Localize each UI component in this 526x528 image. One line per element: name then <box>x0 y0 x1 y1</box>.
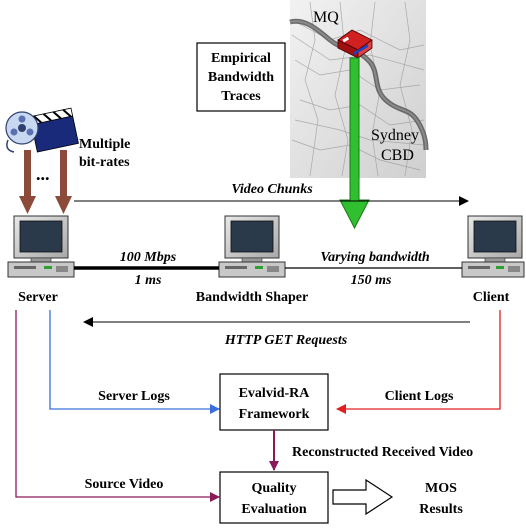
shaper-label: Bandwidth Shaper <box>196 290 308 305</box>
map-label-sydney: Sydney <box>371 127 419 144</box>
traces-arrow <box>339 57 370 230</box>
source-video-label: Source Video <box>85 477 164 492</box>
mos-label-1: MOS <box>425 481 457 496</box>
shaper-computer-icon <box>218 215 286 278</box>
video-chunks-label: Video Chunks <box>231 182 313 197</box>
link2-latency-label: 150 ms <box>351 273 392 288</box>
source-video-arrow <box>15 310 220 502</box>
client-logs-label: Client Logs <box>385 389 454 404</box>
bitrates-label-2: bit-rates <box>79 155 130 170</box>
bitrates-dots: ... <box>36 164 50 184</box>
map-label-mq: MQ <box>313 9 339 26</box>
evalvid-box: Evalvid-RA Framework <box>219 373 329 431</box>
bitrate-arrows <box>19 150 72 214</box>
bitrates-label-1: Multiple <box>79 137 130 152</box>
map-label-cbd: CBD <box>381 147 414 164</box>
evalvid-label-1: Evalvid-RA <box>239 386 311 401</box>
traces-box: Empirical Bandwidth Traces <box>196 42 286 112</box>
mos-label-2: Results <box>419 502 463 517</box>
server-logs-arrow <box>49 310 220 414</box>
server-label: Server <box>18 290 58 305</box>
mos-arrow <box>332 478 394 516</box>
server-computer-icon <box>7 215 75 278</box>
link1-latency-label: 1 ms <box>135 273 162 288</box>
client-computer-icon <box>461 215 525 278</box>
client-label: Client <box>473 290 510 305</box>
quality-box: Quality Evaluation <box>219 471 329 524</box>
link1-speed-label: 100 Mbps <box>120 250 177 265</box>
quality-label-1: Quality <box>251 481 296 496</box>
reconstructed-label: Reconstructed Received Video <box>292 445 473 460</box>
server-logs-label: Server Logs <box>98 389 170 404</box>
traces-label-1: Empirical <box>211 51 271 66</box>
traces-label-3: Traces <box>221 89 261 104</box>
video-clapper-icon <box>5 107 79 153</box>
quality-label-2: Evaluation <box>241 502 307 517</box>
link2-speed-label: Varying bandwidth <box>320 250 430 265</box>
evalvid-label-2: Framework <box>239 407 310 422</box>
traces-label-2: Bandwidth <box>208 70 274 85</box>
client-logs-arrow <box>336 310 501 414</box>
train-icon <box>337 29 373 59</box>
http-get-label: HTTP GET Requests <box>224 333 348 348</box>
